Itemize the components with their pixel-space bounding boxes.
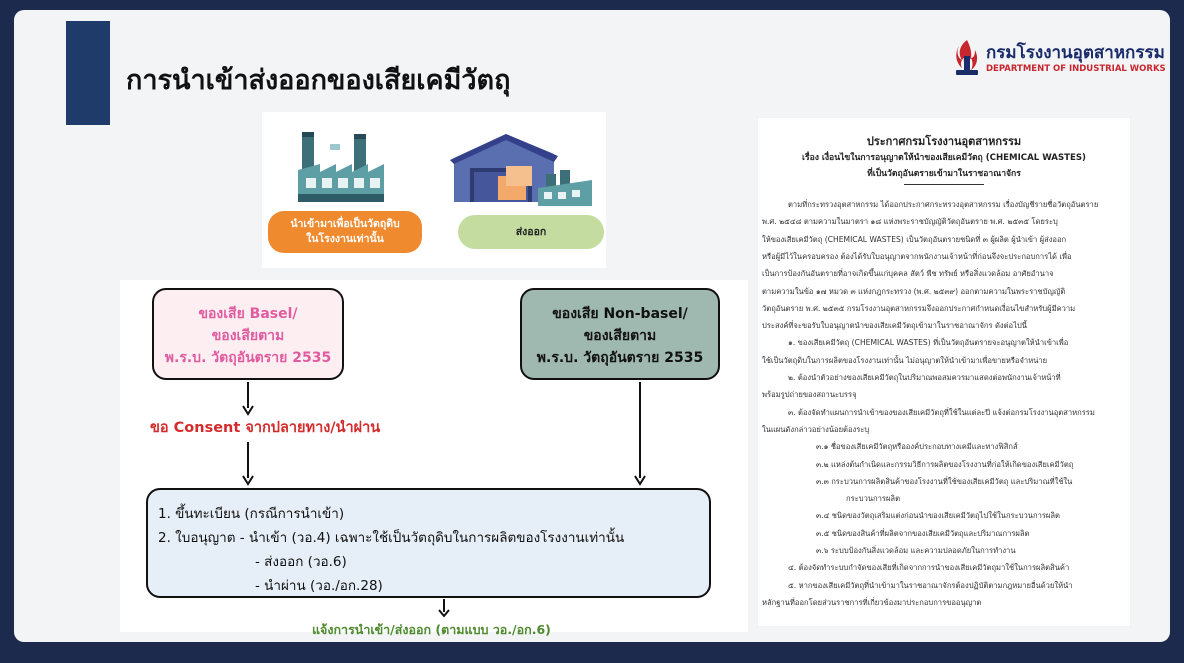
nonbasel-line-3: พ.ร.บ. วัตถุอันตราย 2535	[536, 350, 704, 366]
logo-thai-text: กรมโรงงานอุตสาหกรรม	[986, 43, 1165, 63]
export-pill: ส่งออก	[458, 215, 604, 249]
warehouse-icon	[450, 134, 592, 206]
registration-line-2: 2. ใบอนุญาต - นำเข้า (วอ.4) เฉพาะใช้เป็น…	[158, 530, 625, 546]
registration-line-1: 1. ขึ้นทะเบียน (กรณีการนำเข้า)	[158, 506, 345, 522]
document-paragraph-line: ให้ของเสียเคมีวัตถุ (CHEMICAL WASTES) เป…	[762, 234, 1067, 244]
document-paragraph-line: กระบวนการผลิต	[846, 494, 901, 504]
basel-line-2: ของเสียตาม	[211, 328, 285, 344]
document-paragraph-line: ตามที่กระทรวงอุตสาหกรรม ได้ออกประกาศกระท…	[788, 200, 1099, 209]
document-paragraph-line: ๒. ต้องนำตัวอย่างของเสียเคมีวัตถุในปริมา…	[788, 373, 1061, 382]
nonbasel-waste-box: ของเสีย Non-basel/ ของเสียตาม พ.ร.บ. วัต…	[520, 288, 720, 380]
arrow-basel-to-consent	[242, 382, 254, 416]
document-divider	[904, 184, 984, 185]
document-heading: ประกาศกรมโรงงานอุตสาหกรรม	[866, 135, 1022, 148]
document-paragraph-line: ๔. ต้องจัดทำระบบกำจัดของเสียที่เกิดจากกา…	[788, 563, 1070, 573]
document-paragraph-line: ๑. ของเสียเคมีวัตถุ (CHEMICAL WASTES) ที…	[788, 338, 1069, 348]
page-title: การนำเข้าส่งออกของเสียเคมีวัตถุ	[126, 65, 511, 96]
title-accent-bar	[66, 21, 110, 125]
registration-line-3: - ส่งออก (วอ.6)	[255, 554, 347, 570]
document-paragraph-line: พ.ศ. ๒๕๔๘ ตามความในมาตรา ๑๘ แห่งพระราชบั…	[762, 217, 1058, 227]
import-pill-bold: นำเข้า	[290, 218, 321, 230]
notify-step: แจ้งการนำเข้า/ส่งออก (ตามแบบ วอ./อก.6)	[312, 622, 551, 637]
document-paragraph-line: ๓.๕ ชนิดของสินค้าที่ผลิตจากของเสียเคมีวั…	[816, 528, 1030, 538]
nonbasel-line-1: ของเสีย Non-basel/	[552, 306, 688, 322]
arrow-consent-to-registration	[242, 442, 254, 486]
factory-icon	[298, 132, 384, 202]
document-subject-line2: ที่เป็นวัตถุอันตรายเข้ามาในราชอาณาจักร	[867, 169, 1021, 179]
document-paragraph-line: ๓.๑ ชื่อของเสียเคมีวัตถุหรือองค์ประกอบทา…	[816, 442, 1018, 452]
document-paragraph-line: ๓. ต้องจัดทำแผนการนำเข้าของของเสียเคมีวั…	[788, 407, 1095, 417]
document-paragraph-line: ตามความในข้อ ๑๗ หมวด ๓ แห่งกฎกระทรวง (พ.…	[762, 286, 1066, 296]
document-paragraph-line: ๓.๒ แหล่งต้นกำเนิดและกรรมวิธีการผลิตของโ…	[816, 459, 1074, 469]
import-pill-line2: ในโรงงานเท่านั้น	[306, 233, 384, 245]
document-paragraph-line: หลักฐานที่ออกโดยส่วนราชการที่เกี่ยวข้องม…	[762, 597, 982, 607]
import-export-illustration: นำเข้ามาเพื่อเป็นวัตถุดิบ ในโรงงานเท่านั…	[262, 112, 606, 268]
import-pill: นำเข้ามาเพื่อเป็นวัตถุดิบ ในโรงงานเท่านั…	[268, 211, 422, 253]
document-paragraph-line: หรือผู้มีไว้ในครอบครอง ต้องได้รับใบอนุญา…	[762, 251, 1072, 261]
registration-permit-box: 1. ขึ้นทะเบียน (กรณีการนำเข้า) 2. ใบอนุญ…	[146, 488, 711, 598]
document-paragraph-line: ประสงค์ที่จะขอรับใบอนุญาตนำของเสียเคมีวั…	[762, 321, 1027, 331]
arrow-registration-to-notify	[438, 599, 450, 618]
document-paragraph-line: เป็นการป้องกันอันตรายที่อาจเกิดขึ้นแก่บุ…	[762, 269, 1054, 279]
slide: การนำเข้าส่งออกของเสียเคมีวัตถุ กรมโรงงา…	[14, 10, 1170, 642]
basel-line-3: พ.ร.บ. วัตถุอันตราย 2535	[164, 350, 332, 366]
import-pill-text: มาเพื่อเป็นวัตถุดิบ	[320, 218, 400, 230]
nonbasel-line-2: ของเสียตาม	[583, 328, 657, 344]
basel-line-1: ของเสีย Basel/	[198, 306, 298, 322]
arrow-nonbasel-to-registration	[634, 382, 646, 486]
document-paragraph-line: พร้อมรูปถ่ายของสถานะบรรจุ	[762, 390, 857, 400]
basel-waste-box: ของเสีย Basel/ ของเสียตาม พ.ร.บ. วัตถุอั…	[152, 288, 344, 380]
document-paragraph-line: ๓.๖ ระบบป้องกันสิ่งแวดล้อม และความปลอดภั…	[816, 546, 1016, 555]
document-paragraph-line: ใช้เป็นวัตถุดิบในการผลิตของโรงงานเท่านั้…	[762, 355, 1048, 365]
process-flow-diagram: ของเสีย Basel/ ของเสียตาม พ.ร.บ. วัตถุอั…	[120, 280, 748, 637]
consent-step: ขอ Consent จากปลายทาง/นำผ่าน	[150, 420, 381, 436]
diw-emblem-icon	[956, 40, 978, 75]
registration-line-4: - นำผ่าน (วอ./อก.28)	[255, 578, 383, 594]
logo-english-text: DEPARTMENT OF INDUSTRIAL WORKS	[986, 64, 1166, 74]
document-paragraph-line: ๕. หากของเสียเคมีวัตถุที่นำเข้ามาในราชอา…	[788, 580, 1073, 590]
document-subject: เรื่อง เงื่อนไขในการอนุญาตให้นำของเสียเค…	[802, 153, 1086, 163]
document-paragraph-line: ๓.๔ ชนิดของวัตถุเสริมแต่งก่อนนำของเสียเค…	[816, 511, 1060, 521]
document-paragraph-line: ในแผนดังกล่าวอย่างน้อยต้องระบุ	[762, 424, 870, 434]
document-paragraph-line: ๓.๓ กระบวนการผลิตสินค้าของโรงงานที่ใช้ขอ…	[816, 476, 1073, 486]
diw-logo: กรมโรงงานอุตสาหกรรม DEPARTMENT OF INDUST…	[952, 38, 1166, 78]
document-paragraph-line: วัตถุอันตราย พ.ศ. ๒๕๓๕ กรมโรงงานอุตสาหกร…	[762, 303, 1076, 313]
announcement-document: ประกาศกรมโรงงานอุตสาหกรรม เรื่อง เงื่อนไ…	[758, 118, 1130, 626]
